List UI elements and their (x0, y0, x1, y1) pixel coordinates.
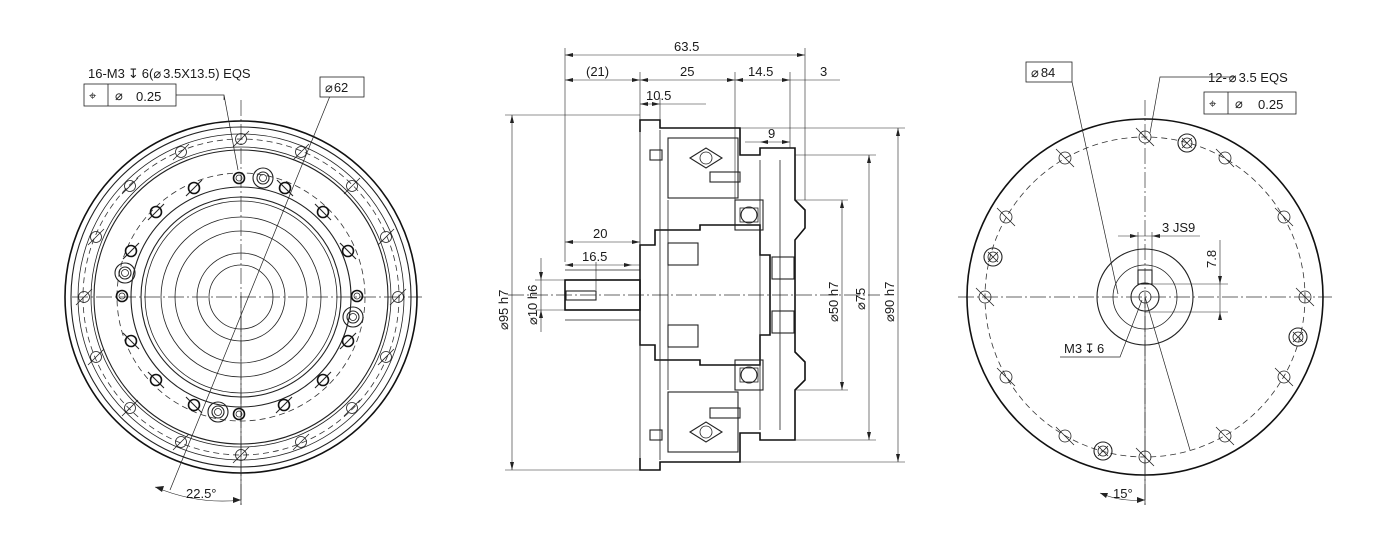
front-pitch-diameter-box: ⌀62 (319, 76, 365, 98)
front-view: 16-M3↧6(⌀3.5X13.5) EQS ⌖ ⌀ 0.25 ⌀62 22.5… (64, 66, 422, 505)
rear-key-depth: 7.8 (1204, 250, 1219, 268)
position-tolerance: 0.25 (136, 89, 161, 104)
dim-10-5: 10.5 (646, 88, 671, 103)
dim-16-5: 16.5 (582, 249, 607, 264)
rear-plug-bosses (983, 133, 1308, 461)
front-thread-callout: 16-M3↧6(⌀3.5X13.5) EQS (88, 66, 251, 81)
rear-view: 3 JS9 7.8 M3↧6 ⌀84 12-⌀3.5 EQS ⌖ ⌀ 0.25 … (958, 61, 1332, 505)
rear-keyway: 3 JS9 (1162, 220, 1195, 235)
dim-3: 3 (820, 64, 827, 79)
rear-pitch-diameter-box: ⌀84 (1025, 61, 1073, 83)
position-symbol: ⌖ (1209, 96, 1217, 111)
dim-overall-length: 63.5 (674, 39, 699, 54)
dowel-bosses (114, 167, 364, 423)
inner-tapped-holes (115, 171, 364, 421)
rear-tap-callout: M3↧6 (1064, 341, 1104, 356)
dim-dia-50: ⌀50 h7 (826, 282, 841, 322)
dim-25: 25 (680, 64, 694, 79)
dim-dia-90: ⌀90 h7 (882, 282, 897, 322)
bearing-upper (734, 199, 764, 231)
rear-angle: 15° (1113, 486, 1133, 501)
svg-text:⌀84: ⌀84 (1031, 65, 1055, 80)
front-angle: 22.5° (186, 486, 217, 501)
outer-bolt-holes (75, 130, 407, 464)
position-symbol: ⌖ (89, 88, 97, 103)
dim-9: 9 (768, 126, 775, 141)
rear-fcf: ⌖ ⌀ 0.25 (1203, 91, 1297, 115)
dim-ref-21: (21) (586, 64, 609, 79)
diameter-symbol: ⌀ (115, 88, 123, 103)
svg-text:⌀62: ⌀62 (325, 80, 348, 95)
dim-dia-10: ⌀10 h6 (525, 285, 540, 325)
section-view: 63.5 (21) 25 14.5 3 10.5 9 20 16.5 (496, 39, 905, 471)
dim-dia-75: ⌀75 (853, 288, 868, 310)
position-tolerance: 0.25 (1258, 97, 1283, 112)
dim-14-5: 14.5 (748, 64, 773, 79)
dim-dia-95: ⌀95 h7 (496, 290, 511, 330)
diameter-symbol: ⌀ (1235, 96, 1243, 111)
rear-hole-callout: 12-⌀3.5 EQS (1208, 70, 1288, 85)
front-fcf: ⌖ ⌀ 0.25 (83, 83, 177, 107)
bearing-lower (734, 359, 764, 391)
dim-20: 20 (593, 226, 607, 241)
